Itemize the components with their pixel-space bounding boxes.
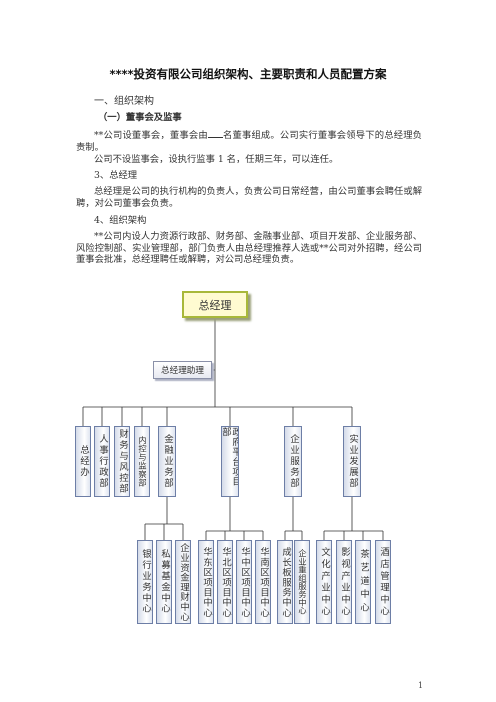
org-node-center: 企业资金理财中心: [175, 540, 191, 624]
center-label: 文化产业中心: [319, 546, 330, 618]
department-label: 政府平台项目部: [221, 427, 239, 487]
page-number: 1: [418, 681, 424, 690]
department-label: 金融业务部: [162, 434, 173, 489]
center-label: 酒店管理中心: [378, 546, 389, 618]
center-label: 影视产业中心: [339, 546, 350, 618]
heading-general-manager: 3、总经理: [94, 170, 138, 181]
org-node-center: 文化产业中心: [316, 540, 332, 624]
org-node-center: 华中区项目中心: [236, 540, 252, 624]
org-node-department: 企业服务部: [284, 426, 302, 497]
document-title: ****投资有限公司组织架构、主要职责和人员配置方案: [109, 67, 387, 81]
org-node-assistant-label: 总经理助理: [161, 366, 204, 376]
fill-blank: [207, 128, 223, 138]
paragraph-org-structure: **公司内设人力资源行政部、财务部、金融事业部、项目开发部、企业服务部、风险控制…: [76, 231, 422, 265]
org-node-department: 人事行政部: [94, 426, 110, 497]
org-node-center: 华北区项目中心: [217, 540, 233, 624]
org-node-center: 成长板服务中心: [277, 540, 293, 624]
subsection-heading: （一）董事会及监事: [98, 112, 182, 123]
org-node-department: 财务与风控部: [114, 426, 130, 497]
center-label: 成长板服务中心: [280, 546, 291, 618]
department-label: 人事行政部: [97, 434, 108, 489]
org-node-ceo-label: 总经理: [198, 298, 232, 312]
paragraph-general-manager: 总经理是公司的执行机构的负责人，负责公司日常经营，由公司董事会聘任或解聘，对公司…: [76, 186, 422, 209]
org-node-center: 茶艺道中心: [355, 540, 371, 624]
org-node-ceo: 总经理: [182, 291, 248, 318]
org-node-department: 金融业务部: [158, 426, 176, 497]
paragraph-supervisor: 公司不设监事会，设执行监事 1 名，任期三年，可以连任。: [94, 154, 339, 165]
department-label: 实业发展部: [347, 434, 358, 489]
center-label: 企业资金理财中心: [178, 542, 189, 622]
center-label: 茶艺道中心: [358, 548, 369, 616]
center-label: 华北区项目中心: [220, 546, 231, 618]
center-label: 私募基金中心: [159, 549, 170, 615]
org-node-department: 总经办: [75, 426, 91, 497]
center-label: 华中区项目中心: [239, 546, 250, 618]
center-label: 银行业务中心: [140, 549, 151, 615]
org-node-department: 实业发展部: [343, 426, 361, 497]
department-label: 总经办: [78, 445, 89, 478]
paragraph-board-part2: 名董事组成。公司实行董事会领导下的总经理负责制。: [76, 130, 422, 153]
department-label: 财务与风控部: [117, 428, 128, 495]
org-node-department: 政府平台项目部: [221, 426, 239, 497]
org-node-center: 华南区项目中心: [255, 540, 271, 624]
org-node-center: 私募基金中心: [156, 540, 172, 624]
heading-org-structure: 4、组织架构: [94, 215, 147, 226]
org-node-center: 银行业务中心: [137, 540, 153, 624]
org-node-assistant: 总经理助理: [153, 361, 212, 379]
center-label: 华东区项目中心: [201, 546, 212, 618]
org-node-center: 华东区项目中心: [198, 540, 214, 624]
org-node-center: 企业重组服务中心: [294, 540, 310, 624]
center-label: 华南区项目中心: [258, 546, 269, 618]
department-label: 内控与监察部: [137, 436, 148, 487]
center-label: 企业重组服务中心: [297, 549, 308, 615]
section-heading: 一、组织架构: [94, 96, 154, 107]
paragraph-board: **公司设董事会，董事会由名董事组成。公司实行董事会领导下的总经理负责制。: [76, 128, 422, 153]
org-node-department: 内控与监察部: [134, 426, 150, 497]
org-node-center: 影视产业中心: [336, 540, 352, 624]
department-label: 企业服务部: [288, 434, 299, 489]
paragraph-board-part1: **公司设董事会，董事会由: [94, 130, 208, 141]
org-node-center: 酒店管理中心: [375, 540, 391, 624]
